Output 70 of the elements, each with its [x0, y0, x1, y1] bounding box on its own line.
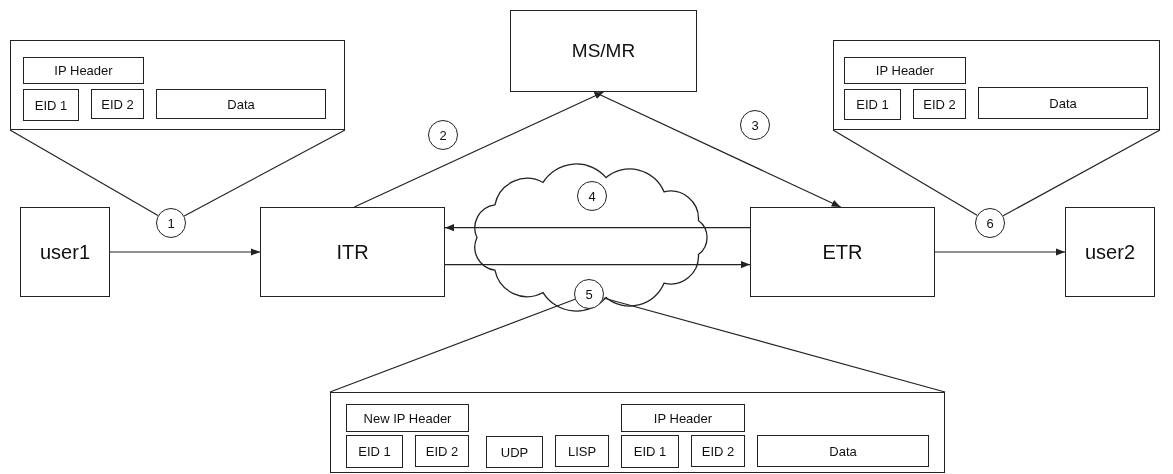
field-label: LISP — [567, 443, 597, 459]
header-field — [23, 57, 144, 84]
arrow — [593, 91, 842, 208]
field-label: Data — [227, 96, 255, 112]
step-circle — [577, 181, 607, 211]
packet-box — [833, 40, 1160, 130]
field-label: EID 1 — [856, 97, 889, 112]
field-label: EID 2 — [701, 443, 735, 459]
field-label: IP Header — [54, 63, 113, 78]
step-circle — [428, 120, 458, 150]
step-circle — [740, 110, 770, 140]
leader-line — [183, 129, 346, 217]
header-field — [621, 404, 745, 432]
packet-box — [10, 40, 345, 130]
arrow — [444, 224, 751, 232]
header-field — [691, 435, 745, 467]
header-field — [415, 435, 469, 467]
arrow — [353, 91, 605, 208]
field-label: IP Header — [875, 63, 935, 78]
router-box — [750, 207, 935, 297]
router-label: ETR — [822, 240, 863, 264]
field-label: EID 2 — [425, 443, 459, 459]
header-field — [757, 435, 929, 467]
step-number: 4 — [588, 188, 596, 204]
server-label: MS/MR — [571, 40, 636, 62]
field-label: EID 1 — [633, 444, 667, 459]
header-field — [844, 89, 901, 120]
header-field — [91, 89, 144, 119]
field-label: New IP Header — [363, 410, 452, 426]
host-label: user1 — [40, 240, 90, 264]
step-number: 5 — [585, 286, 593, 302]
header-field — [844, 57, 966, 84]
server-box — [510, 10, 697, 92]
header-field — [23, 89, 79, 121]
field-label: EID 1 — [358, 444, 391, 459]
step-number: 6 — [986, 215, 994, 231]
header-field — [346, 435, 403, 468]
router-box — [260, 207, 445, 297]
header-field — [346, 404, 469, 432]
host-box — [20, 207, 110, 297]
host-box — [1065, 207, 1155, 297]
leader-line — [9, 129, 159, 217]
leader-line — [1002, 129, 1161, 217]
leader-line — [832, 129, 978, 216]
step-number: 1 — [167, 215, 175, 231]
arrow — [934, 248, 1066, 256]
router-label: ITR — [336, 240, 369, 264]
step-circle — [975, 208, 1005, 238]
header-field — [913, 89, 966, 119]
host-label: user2 — [1085, 240, 1135, 264]
step-circle — [574, 279, 604, 309]
packet-box — [330, 392, 945, 473]
field-label: EID 1 — [34, 97, 68, 113]
field-label: EID 2 — [923, 96, 956, 112]
leader-line — [329, 298, 576, 393]
field-label: UDP — [500, 444, 529, 460]
field-label: Data — [1049, 95, 1077, 111]
arrow — [444, 261, 751, 269]
field-label: EID 2 — [101, 96, 134, 112]
header-field — [978, 87, 1148, 119]
header-field — [486, 436, 543, 468]
step-number: 2 — [439, 127, 447, 143]
step-circle — [156, 208, 186, 238]
arrow — [109, 248, 261, 256]
field-label: IP Header — [653, 410, 713, 426]
header-field — [621, 435, 679, 468]
header-field — [555, 435, 609, 467]
header-field — [156, 89, 326, 119]
field-label: Data — [829, 443, 857, 459]
step-number: 3 — [751, 117, 759, 133]
